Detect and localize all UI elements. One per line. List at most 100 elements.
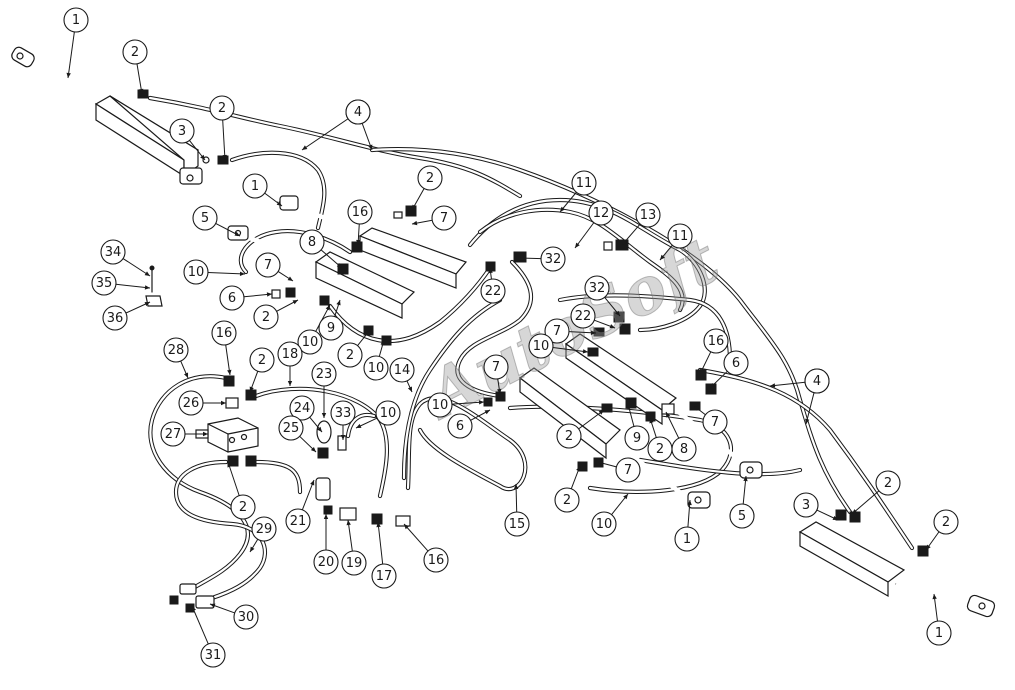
leader-line — [451, 401, 485, 405]
callout-number: 7 — [711, 415, 719, 430]
leader-arrowhead — [310, 480, 315, 486]
callout-bubble — [556, 423, 582, 449]
callout-31: 31 — [191, 605, 226, 668]
leader-line — [222, 119, 226, 161]
callout-bubble — [926, 620, 952, 646]
leader-arrowhead — [356, 423, 362, 428]
fittings — [137, 89, 929, 613]
leader-arrowhead — [356, 239, 361, 245]
callout-7: 7 — [255, 252, 294, 282]
leader-line — [578, 409, 605, 430]
callout-27: 27 — [160, 421, 208, 447]
callout-number: 7 — [264, 258, 272, 273]
callout-17: 17 — [371, 521, 397, 589]
callout-16: 16 — [347, 199, 373, 246]
callout-number: 1 — [935, 626, 943, 641]
callout-34: 34 — [100, 239, 151, 277]
leader-arrowhead — [222, 154, 227, 160]
callout-7: 7 — [544, 318, 597, 344]
leader-arrowhead — [346, 520, 351, 526]
callout-number: 2 — [884, 476, 892, 491]
callout-number: 15 — [509, 517, 526, 532]
callout-10: 10 — [363, 339, 389, 381]
leader-arrowhead — [221, 400, 226, 406]
callout-bubble — [571, 170, 597, 196]
callout-11: 11 — [559, 170, 597, 213]
callout-number: 4 — [813, 374, 821, 389]
callout-bubble — [723, 350, 749, 376]
leader-arrowhead — [302, 145, 308, 150]
leader-arrowhead — [743, 476, 748, 482]
callout-number: 21 — [290, 514, 307, 529]
callout-2: 2 — [851, 470, 901, 515]
leader-arrowhead — [520, 255, 526, 261]
callout-2: 2 — [337, 329, 371, 368]
cylinder-upper-left — [11, 46, 203, 185]
callout-5: 5 — [729, 475, 755, 529]
callout-24: 24 — [289, 395, 323, 433]
callout-number: 10 — [380, 406, 397, 421]
callout-bubble — [624, 425, 650, 451]
leader-arrowhead — [832, 515, 838, 520]
leader-line — [136, 63, 143, 95]
callout-bubble — [544, 318, 570, 344]
callout-number: 2 — [239, 500, 247, 515]
callout-bubble — [63, 7, 89, 33]
leader-arrowhead — [365, 330, 370, 336]
leader-arrowhead — [139, 88, 144, 94]
callout-bubble — [341, 550, 367, 576]
callout-number: 10 — [432, 398, 449, 413]
callout-bubble — [277, 341, 303, 367]
callout-2: 2 — [122, 39, 148, 95]
leader-line — [191, 605, 209, 645]
callout-number: 2 — [563, 493, 571, 508]
callout-number: 16 — [428, 553, 445, 568]
callout-bubble — [211, 320, 237, 346]
leader-arrowhead — [687, 500, 692, 506]
leader-arrowhead — [805, 418, 810, 424]
callout-1: 1 — [674, 499, 700, 552]
callout-bubble — [480, 278, 506, 304]
leader-line — [301, 479, 315, 511]
leader-arrowhead — [622, 239, 627, 245]
callout-number: 2 — [218, 101, 226, 116]
callout-number: 36 — [107, 311, 124, 326]
callout-1: 1 — [63, 7, 89, 79]
callout-9: 9 — [624, 403, 650, 451]
leader-arrowhead — [412, 220, 418, 226]
callout-number: 2 — [426, 171, 434, 186]
cylinders — [11, 46, 996, 618]
leader-arrowhead — [380, 340, 385, 346]
callout-number: 6 — [732, 356, 740, 371]
cylinder-upper-center — [277, 195, 468, 289]
leader-arrowhead — [497, 388, 502, 394]
leader-arrowhead — [310, 446, 316, 452]
callout-number: 26 — [183, 396, 200, 411]
callout-number: 32 — [545, 252, 562, 267]
callout-19: 19 — [341, 519, 367, 576]
callout-number: 16 — [352, 205, 369, 220]
callout-11: 11 — [659, 223, 693, 261]
callout-22: 22 — [480, 267, 506, 304]
callout-bubble — [233, 604, 259, 630]
callout-bubble — [91, 270, 117, 296]
leader-line — [552, 347, 589, 353]
leader-arrowhead — [582, 349, 588, 354]
callout-16: 16 — [403, 523, 449, 573]
callout-number: 3 — [802, 498, 810, 513]
leader-arrowhead — [488, 268, 493, 274]
callout-number: 2 — [942, 515, 950, 530]
leader-line — [769, 381, 806, 387]
callout-bubble — [729, 503, 755, 529]
callout-number: 24 — [294, 401, 311, 416]
leader-arrowhead — [317, 426, 322, 432]
callout-number: 9 — [327, 321, 335, 336]
callout-number: 5 — [738, 509, 746, 524]
callout-number: 10 — [302, 335, 319, 350]
leader-line — [851, 490, 880, 515]
callout-bubble — [163, 337, 189, 363]
callout-bubble — [540, 246, 566, 272]
callout-6: 6 — [447, 409, 491, 439]
leader-arrowhead — [407, 386, 412, 392]
